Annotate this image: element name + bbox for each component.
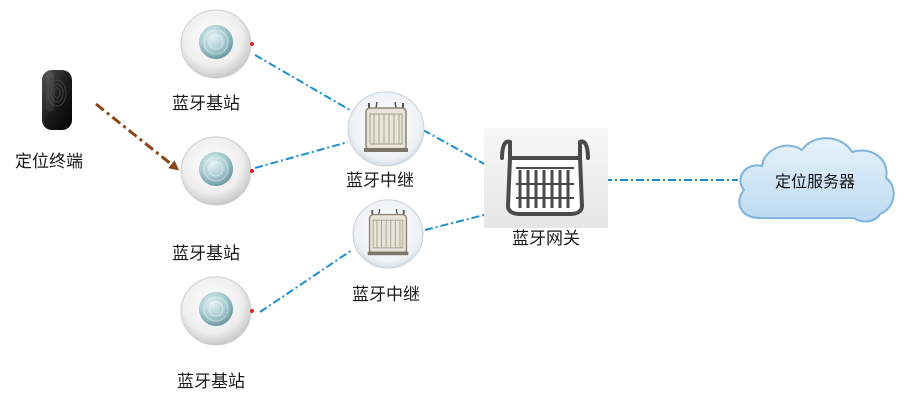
base-station-1 [180, 8, 256, 80]
link-station1-repeater1 [254, 54, 351, 111]
repeater-2 [350, 198, 426, 270]
tag-icon [40, 68, 74, 132]
base-station-2 [180, 135, 256, 207]
positioning-terminal [40, 68, 74, 132]
link-station2-repeater1 [254, 141, 349, 169]
bluetooth-beacon-icon [180, 135, 256, 207]
base-station-3-label: 蓝牙基站 [177, 372, 245, 392]
link-station3-repeater2 [259, 249, 353, 313]
bluetooth-beacon-icon [180, 275, 256, 347]
repeater-1 [346, 90, 426, 168]
gateway-label: 蓝牙网关 [512, 229, 580, 249]
gateway [484, 128, 608, 228]
server-label: 定位服务器 [774, 172, 855, 191]
repeater-icon [350, 198, 426, 270]
link-repeater2-gateway [424, 213, 489, 231]
gateway-icon [484, 128, 608, 228]
bluetooth-beacon-icon [180, 8, 256, 80]
base-station-1-label: 蓝牙基站 [172, 94, 240, 114]
cloud-icon [730, 128, 900, 232]
terminal-label: 定位终端 [15, 152, 83, 172]
base-station-3 [180, 275, 256, 347]
location-server-cloud: 定位服务器 [730, 128, 900, 232]
repeater-icon [346, 90, 426, 168]
repeater-1-label: 蓝牙中继 [346, 171, 414, 191]
link-repeater1-gateway [422, 129, 489, 167]
signal-terminal-station [95, 102, 180, 171]
repeater-2-label: 蓝牙中继 [352, 285, 420, 305]
base-station-2-label: 蓝牙基站 [172, 244, 240, 264]
